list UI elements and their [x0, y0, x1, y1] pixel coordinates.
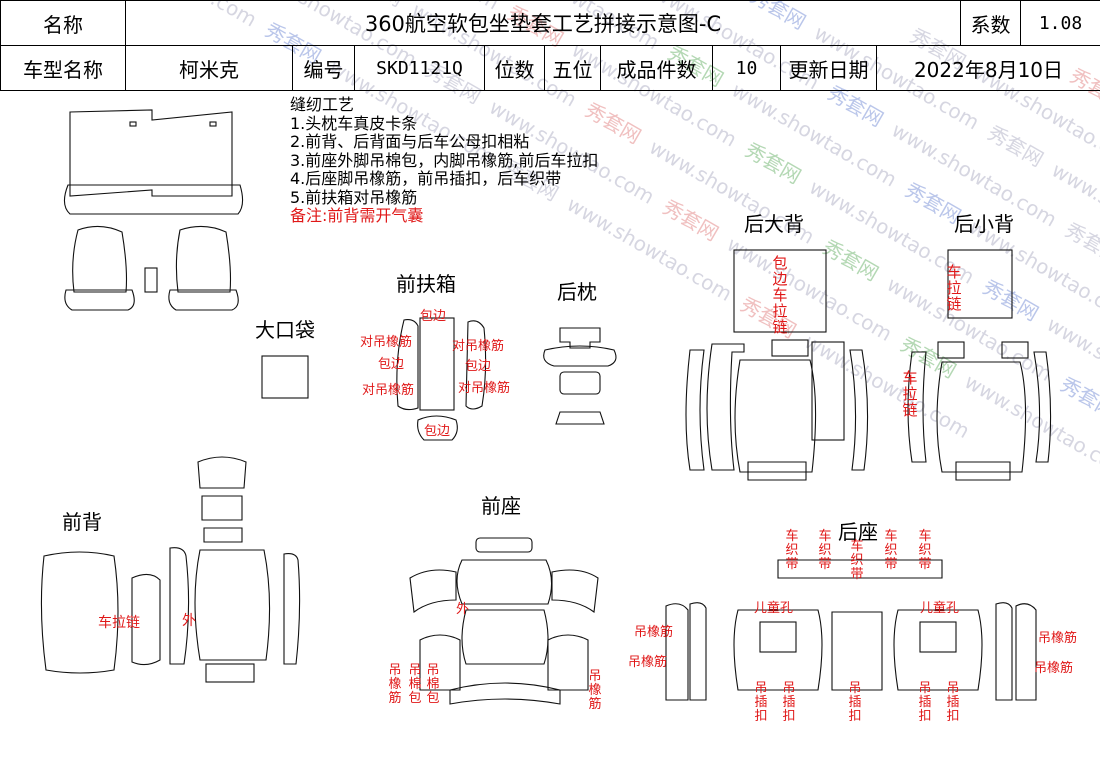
- ann-webbing: 车织带: [850, 540, 864, 582]
- big-bag-panel: [262, 356, 308, 398]
- label-rear-big-back: 后大背: [744, 208, 804, 237]
- ann-hang-elastic: 吊橡筋: [1034, 662, 1073, 676]
- ann-hang-insert-buckle: 吊插扣: [754, 682, 768, 724]
- ann-hang-elastic: 吊橡筋: [388, 664, 402, 706]
- ann-hang-elastic: 吊橡筋: [628, 656, 667, 670]
- label-big-bag: 大口袋: [255, 314, 315, 343]
- ann-hang-insert-buckle: 吊插扣: [782, 682, 796, 724]
- ann-hang-cotton-wrap: 吊棉包: [408, 664, 422, 706]
- ann-hang-insert-buckle: 吊插扣: [848, 682, 862, 724]
- ann-hang-elastic-pair: 对吊橡筋: [452, 340, 504, 354]
- front-back-parts: [41, 457, 299, 682]
- ann-wrap-edge: 包边: [465, 360, 491, 374]
- ann-webbing: 车织带: [918, 530, 932, 572]
- ann-hang-elastic-pair: 对吊橡筋: [458, 382, 510, 396]
- ann-outer: 外: [182, 614, 196, 628]
- ann-hang-elastic: 吊橡筋: [634, 626, 673, 640]
- pattern-drawing: [0, 0, 1100, 734]
- ann-zipper: 车拉链: [902, 370, 918, 418]
- ann-wrap-edge: 包边: [378, 358, 404, 372]
- ann-hang-cotton-wrap: 吊棉包: [426, 664, 440, 706]
- seat-overview-front: [65, 226, 238, 310]
- rear-small-back-parts: [908, 250, 1051, 480]
- ann-hang-elastic: 吊橡筋: [588, 670, 602, 712]
- ann-hang-elastic-pair: 对吊橡筋: [360, 336, 412, 350]
- label-front-back: 前背: [62, 506, 102, 535]
- ann-zipper: 车拉链: [946, 264, 962, 312]
- ann-hang-elastic: 吊橡筋: [1038, 632, 1077, 646]
- ann-child-hole: 儿童孔: [920, 602, 959, 616]
- ann-wrap-zip: 包边车拉链: [772, 255, 788, 335]
- seat-overview-rear: [64, 110, 242, 214]
- ann-outer: 外: [456, 603, 469, 617]
- rear-headrest-parts: [544, 328, 616, 424]
- label-rear-headrest: 后枕: [557, 276, 597, 305]
- label-rear-small-back: 后小背: [954, 208, 1014, 237]
- ann-webbing: 车织带: [785, 530, 799, 572]
- ann-wrap-edge: 包边: [424, 425, 450, 439]
- ann-webbing: 车织带: [884, 530, 898, 572]
- ann-hang-elastic-pair: 对吊橡筋: [362, 384, 414, 398]
- label-front-armrest: 前扶箱: [396, 268, 456, 297]
- ann-webbing: 车织带: [818, 530, 832, 572]
- ann-hang-insert-buckle: 吊插扣: [946, 682, 960, 724]
- ann-child-hole: 儿童孔: [754, 602, 793, 616]
- ann-zipper: 车拉链: [98, 616, 140, 630]
- label-front-seat: 前座: [481, 490, 521, 519]
- ann-wrap-edge: 包边: [420, 310, 446, 324]
- ann-hang-insert-buckle: 吊插扣: [918, 682, 932, 724]
